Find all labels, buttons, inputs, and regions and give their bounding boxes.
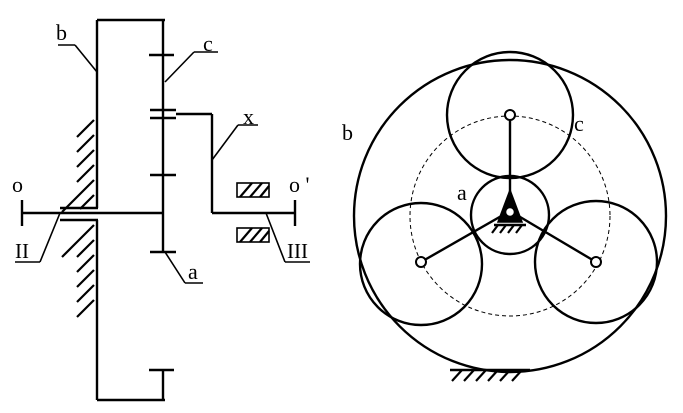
ring-gear-body: [95, 18, 174, 402]
ring-gear-label: b: [56, 20, 67, 45]
planet-pin-top: [504, 109, 516, 121]
output-bearing: [236, 182, 270, 243]
input-shaft-label: II: [15, 239, 29, 263]
sun-gear-label: a: [188, 259, 198, 284]
leader-lines: [15, 44, 310, 284]
ground-hatching-frontview: [450, 368, 530, 382]
planet-gear-right: [533, 199, 659, 325]
front-planet-gear-label: c: [574, 111, 584, 136]
ground-hatching-schematic: [61, 119, 95, 318]
axis-left-label: o: [12, 172, 23, 197]
central-support: [491, 187, 526, 234]
planet-gear-label: c: [203, 31, 213, 56]
front-sun-gear-label: a: [457, 180, 467, 205]
output-shaft-label: III: [287, 239, 308, 263]
ring-gear-circle: [352, 58, 668, 374]
planet-gear-left: [358, 201, 484, 327]
axis-right-label: o ': [289, 172, 310, 197]
planet-gear-schematic: [150, 55, 212, 175]
carrier-arm: [210, 114, 297, 226]
schematic-view: b c x a II III o o ': [12, 18, 310, 402]
front-view: b c a: [342, 50, 668, 382]
planet-pin-left: [415, 256, 427, 268]
carrier-label: x: [243, 104, 254, 129]
front-ring-gear-label: b: [342, 120, 353, 145]
input-shaft: [20, 200, 163, 226]
planet-pin-right: [590, 256, 602, 268]
